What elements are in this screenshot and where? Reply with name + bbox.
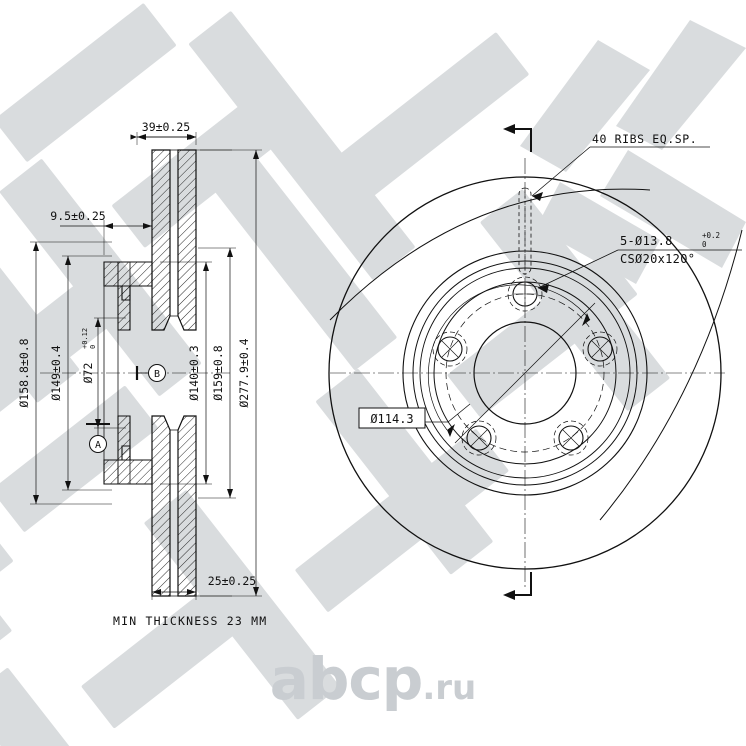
datum-a-label: A <box>95 440 101 451</box>
bolt-hole <box>432 331 468 367</box>
vent-gap-lower <box>169 429 179 597</box>
section-arrow-top <box>503 124 532 152</box>
dim-dia-158-8: Ø158.8±0.8 <box>17 241 112 505</box>
dim-dia-149: Ø149±0.4 <box>49 255 112 491</box>
bolt-circle-arc-arrow-a <box>447 424 455 437</box>
dim-dia-149-label: Ø149±0.4 <box>49 345 63 400</box>
annotation-bolt-hole-tol-lower: 0 <box>702 240 707 249</box>
vent-gap-upper <box>169 149 179 317</box>
datum-b: B <box>135 364 166 382</box>
min-thickness-note: MIN THICKNESS 23 MM <box>113 614 267 628</box>
face-view: 40 RIBS EQ.SP. 5-Ø13.8 +0.2 0 CSØ20x120°… <box>328 124 743 600</box>
hub-bell-outer-circle <box>412 260 638 486</box>
annotation-bolt-hole: 5-Ø13.8 +0.2 0 CSØ20x120° <box>537 231 742 293</box>
dim-dia-72: Ø72 +0.12 0 <box>81 317 126 429</box>
dim-width-total-label: 39±0.25 <box>142 120 190 134</box>
bolt-hole-group <box>432 276 618 456</box>
dim-hub-offset: 9.5±0.25 <box>50 209 153 255</box>
outboard-friction-plate-lower <box>177 415 197 597</box>
bolt-hole <box>461 420 497 456</box>
abcp-watermark-tld: .ru <box>422 668 477 708</box>
dim-dia-140-label: Ø140±0.3 <box>187 345 201 400</box>
dim-dia-277-9: Ø277.9±0.4 <box>200 149 262 597</box>
annotation-ribs: 40 RIBS EQ.SP. <box>531 132 710 201</box>
dim-dia-158-8-label: Ø158.8±0.8 <box>17 338 31 407</box>
dim-dia-277-9-label: Ø277.9±0.4 <box>237 338 251 407</box>
diagonal-construction-line <box>454 302 596 444</box>
dim-dia-72-tol-upper: +0.12 <box>81 328 89 349</box>
annotation-bolt-hole-tol-upper: +0.2 <box>702 231 720 240</box>
datum-a: A <box>86 423 110 453</box>
section-arrow-bottom <box>503 572 532 600</box>
dim-dia-72-tol-lower: 0 <box>89 345 97 349</box>
abcp-watermark-text: abcp <box>269 645 424 713</box>
dim-dia-72-label: Ø72 <box>81 363 95 384</box>
hub-wall-upper <box>117 285 131 331</box>
bolt-circle-arc <box>428 284 591 431</box>
bolt-hole <box>553 420 589 456</box>
section-view: A B 39±0.25 <box>17 120 267 628</box>
central-bore-circle <box>473 321 577 425</box>
annotation-bolt-circle-label: Ø114.3 <box>370 412 413 426</box>
outboard-friction-plate-upper <box>177 149 197 331</box>
dim-dia-159: Ø159±0.8 <box>198 247 236 499</box>
datum-b-label: B <box>154 369 160 380</box>
abcp-watermark: abcp.ru <box>0 650 746 708</box>
annotation-ribs-label: 40 RIBS EQ.SP. <box>592 132 697 146</box>
bolt-circle <box>445 293 605 453</box>
bolt-circle-arc-arrow-b <box>582 313 590 326</box>
hub-wall-lower <box>117 415 131 461</box>
section-cut-arc-top <box>329 188 651 321</box>
bolt-hole <box>507 276 543 312</box>
dim-disc-thickness-label: 25±0.25 <box>208 574 256 588</box>
annotation-countersink-label: CSØ20x120° <box>620 252 695 266</box>
inboard-friction-plate-lower <box>151 415 171 597</box>
section-cut-arc-right <box>599 229 743 521</box>
annotation-bolt-circle: Ø114.3 <box>358 403 471 429</box>
dim-width-total: 39±0.25 <box>130 120 197 145</box>
annotation-bolt-hole-label: 5-Ø13.8 <box>620 234 673 248</box>
inboard-friction-plate-upper <box>151 149 171 331</box>
rib-detail <box>518 187 532 275</box>
bolt-hole <box>582 331 618 367</box>
dim-dia-140: Ø140±0.3 <box>160 261 212 485</box>
dim-hub-offset-label: 9.5±0.25 <box>50 209 105 223</box>
dim-disc-thickness: 25±0.25 <box>151 574 256 600</box>
dim-dia-159-label: Ø159±0.8 <box>211 345 225 400</box>
outer-diameter-circle <box>328 176 722 570</box>
